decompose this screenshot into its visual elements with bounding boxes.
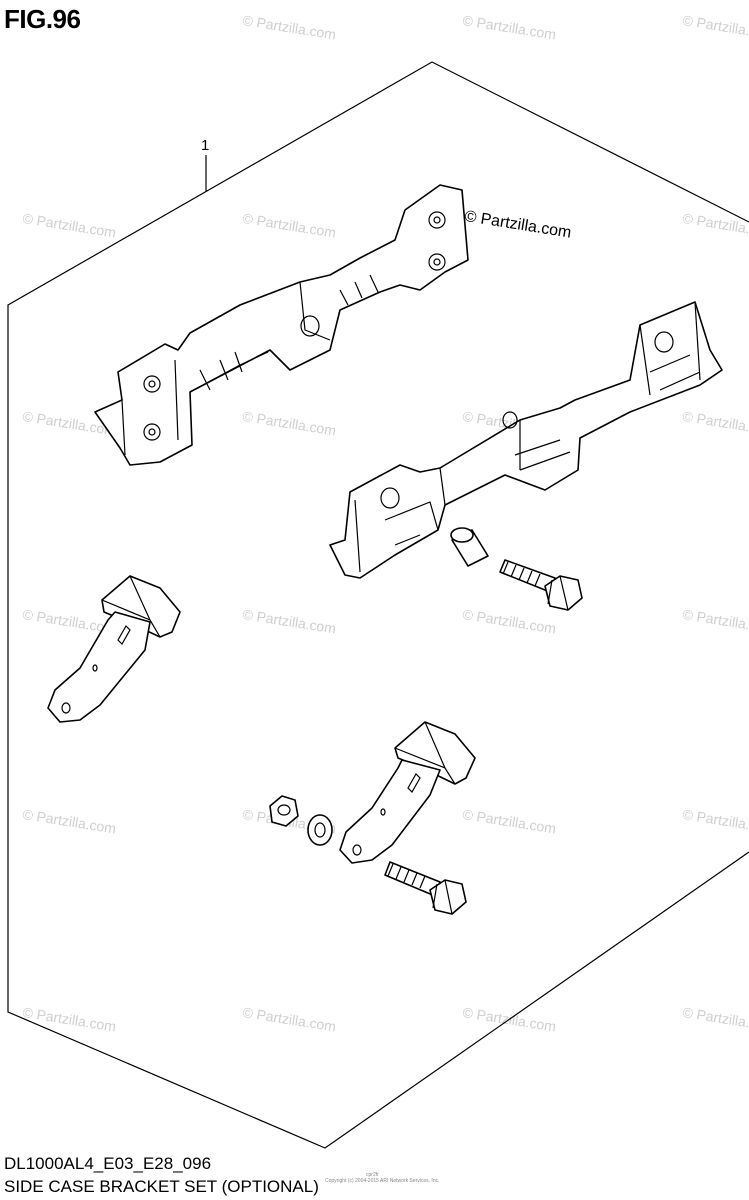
washer — [307, 814, 333, 846]
fine-print-copyright: Copyright (c) 2004-2015 ARI Network Serv… — [325, 1178, 440, 1184]
kit-boundary-outline — [7, 61, 749, 1149]
fine-print-code: cpr2fr — [366, 1172, 379, 1178]
lower-bracket-rail — [329, 301, 723, 579]
reference-number: 1 — [201, 137, 209, 154]
model-code: DL1000AL4_E03_E28_096 — [4, 1154, 212, 1173]
collar-spacer — [450, 527, 489, 567]
upper-bracket-rail — [94, 184, 469, 466]
flange-bolt-lower — [384, 861, 467, 915]
diagram-caption: SIDE CASE BRACKET SET (OPTIONAL) — [4, 1177, 319, 1196]
figure-label: FIG.96 — [4, 4, 81, 34]
hook-bracket-left — [47, 575, 181, 723]
collar-nut — [269, 795, 299, 827]
flange-bolt-upper — [499, 559, 583, 611]
hook-bracket-right — [339, 721, 476, 864]
